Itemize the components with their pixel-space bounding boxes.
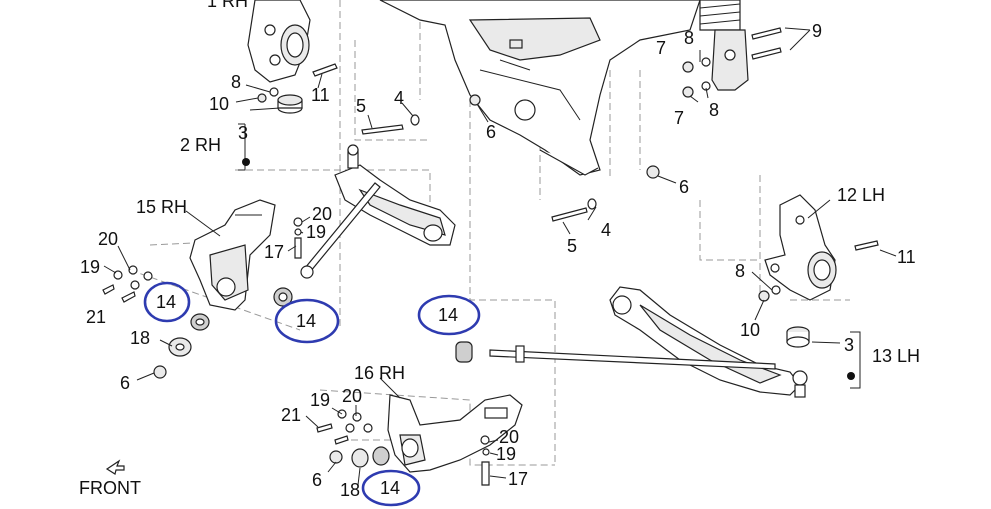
label-14: 14 (380, 478, 400, 498)
callout-labels: 1 RH 2 RH 12 LH 13 LH 15 RH 16 RH FRONT … (79, 0, 920, 500)
label-20: 20 (499, 427, 519, 447)
highlight-ellipse (361, 469, 421, 507)
label-6: 6 (679, 177, 689, 197)
label-18: 18 (130, 328, 150, 348)
label-4: 4 (601, 220, 611, 240)
strut-illustration (699, 0, 749, 91)
label-6: 6 (312, 470, 322, 490)
label-10: 10 (740, 320, 760, 340)
label-18: 18 (340, 480, 360, 500)
bracket-15-rh-illustration (189, 199, 276, 311)
label-15-rh: 15 RH (136, 197, 187, 217)
label-17: 17 (264, 242, 284, 262)
label-10: 10 (209, 94, 229, 114)
label-8: 8 (709, 100, 719, 120)
label-6: 6 (486, 122, 496, 142)
label-19: 19 (310, 390, 330, 410)
knuckle-lh-illustration (764, 194, 837, 301)
label-21: 21 (86, 307, 106, 327)
knuckle-rh-illustration (247, 0, 311, 83)
label-3: 3 (844, 335, 854, 355)
subframe-illustration (379, 0, 701, 176)
label-20: 20 (342, 386, 362, 406)
label-19: 19 (306, 222, 326, 242)
label-13-lh: 13 LH (872, 346, 920, 366)
label-7: 7 (656, 38, 666, 58)
label-3: 3 (238, 123, 248, 143)
label-6: 6 (120, 373, 130, 393)
label-front: FRONT (79, 478, 141, 498)
highlighted-callouts: 14 14 14 14 (143, 281, 481, 507)
label-5: 5 (567, 236, 577, 256)
label-11: 11 (311, 85, 330, 105)
highlight-ellipse (417, 294, 481, 336)
label-19: 19 (80, 257, 100, 277)
label-20: 20 (312, 204, 332, 224)
label-14: 14 (156, 292, 176, 312)
label-1-rh: 1 RH (207, 0, 248, 11)
control-arm-lh-illustration (489, 286, 808, 398)
label-8: 8 (231, 72, 241, 92)
control-arm-rh-illustration (300, 144, 456, 279)
label-7: 7 (674, 108, 684, 128)
label-14: 14 (296, 311, 316, 331)
label-17: 17 (508, 469, 528, 489)
label-8: 8 (684, 28, 694, 48)
label-19: 19 (496, 444, 516, 464)
label-11: 11 (897, 247, 916, 267)
label-5: 5 (356, 96, 366, 116)
hardware-parts (102, 27, 879, 486)
leader-lines (103, 27, 897, 486)
label-20: 20 (98, 229, 118, 249)
label-16-rh: 16 RH (354, 363, 405, 383)
highlight-ellipse (143, 281, 191, 323)
label-2-rh: 2 RH (180, 135, 221, 155)
highlight-ellipse (274, 298, 340, 344)
label-8: 8 (735, 261, 745, 281)
label-9: 9 (812, 21, 822, 41)
label-21: 21 (281, 405, 301, 425)
bracket-16-rh-illustration (387, 394, 523, 473)
label-14: 14 (438, 305, 458, 325)
label-12-lh: 12 LH (837, 185, 885, 205)
label-4: 4 (394, 88, 404, 108)
